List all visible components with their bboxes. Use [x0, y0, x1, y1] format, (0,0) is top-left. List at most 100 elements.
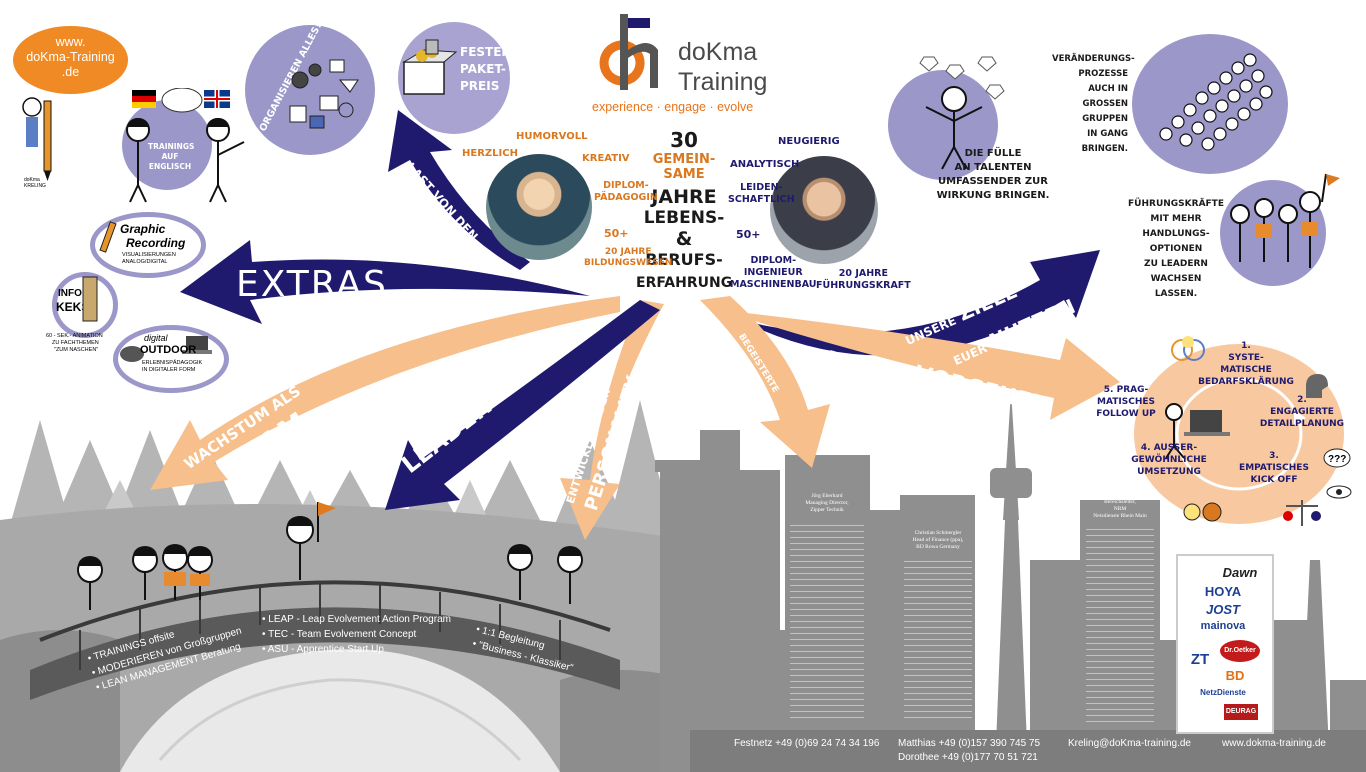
testimonial-3-role-1: Bereichsleiter, — [1104, 499, 1136, 505]
testimonial-2-lines — [904, 558, 972, 722]
do-label-2: OUTDOOR — [140, 344, 197, 356]
footer-dorothee[interactable]: Dorothee +49 (0)177 70 51 721 — [898, 752, 1038, 763]
extras-arrow-label: EXTRAS — [236, 264, 388, 305]
flags-icon — [132, 88, 230, 113]
change-3: AUCH IN — [1088, 84, 1128, 94]
testimonial-3: Volker Aurich Bereichsleiter, NRM Netzdi… — [1082, 492, 1158, 520]
talents-label: DIE FÜLLE AN TALENTEN UMFASSENDER ZUR WI… — [934, 147, 1052, 203]
package-price-label: FESTER PAKET- PREIS — [460, 44, 511, 95]
s1-2: SYSTE- — [1228, 353, 1264, 363]
process-step-4: 4. AUßER- GEWÖHNLICHE UMSETZUNG — [1114, 442, 1224, 478]
testimonial-1-name: Jörg Eberhard — [811, 493, 843, 499]
left-degree-1: DIPLOM- — [603, 180, 649, 191]
brand-name-line2: Training — [678, 68, 768, 96]
desk-figure-icon — [1165, 403, 1230, 459]
testimonial-2: Christian Schmergler Head of Finance (pp… — [900, 530, 976, 551]
center-common-1: GEMEIN- — [652, 152, 716, 167]
s3-1: 3. — [1269, 451, 1279, 461]
footer-phone[interactable]: Festnetz +49 (0)69 24 74 34 196 — [734, 738, 880, 749]
process-circle — [1134, 344, 1344, 524]
gears-icon — [1183, 502, 1222, 522]
logo-hoya: HOYA — [1204, 584, 1242, 599]
left-years-2: BILDUNGSWESEN — [584, 258, 673, 268]
website-bubble[interactable]: www. doKma-Training .de — [13, 26, 128, 94]
s2-3: DETAILPLANUNG — [1259, 419, 1345, 429]
footer-email[interactable]: Kreling@doKma-training.de — [1068, 738, 1191, 749]
s5-2: MATISCHES — [1097, 397, 1155, 407]
testimonial-1-role-2: Zipper Technik — [810, 507, 844, 513]
right-trait-1: NEUGIERIG — [778, 136, 840, 147]
graphic-recording-bubble[interactable] — [90, 212, 206, 278]
question-bubble-icon: ??? — [1323, 448, 1351, 468]
testimonial-1: Jörg Eberhard Managing Director, Zipper … — [786, 493, 868, 514]
testimonial-3-role-2: NRM — [1113, 506, 1127, 512]
center-years: 30 — [670, 128, 698, 152]
package-2: PAKET- — [460, 62, 506, 76]
center-amp: & — [675, 228, 693, 250]
leaders-1: FÜHRUNGSKRÄFTE — [1128, 199, 1224, 209]
web-line1: www. — [55, 35, 86, 49]
leaders-3: HANDLUNGS- — [1142, 229, 1210, 239]
center-exp: ERFAHRUNG — [636, 275, 733, 291]
leaders-label: FÜHRUNGSKRÄFTE MIT MEHR HANDLUNGS- OPTIO… — [1124, 197, 1228, 302]
change-7: BRINGEN. — [1081, 144, 1128, 154]
talent-figure-icon — [919, 56, 1005, 170]
leader-arrow — [385, 300, 660, 510]
left-trait-1: HERZLICH — [462, 148, 518, 159]
shoe-icon — [120, 346, 144, 362]
left-degree: DIPLOM- PÄDAGOGIN — [594, 180, 658, 204]
footer-matthias[interactable]: Matthias +49 (0)157 390 745 75 — [898, 738, 1041, 749]
s5-3: FOLLOW UP — [1096, 409, 1156, 419]
package-1: FESTER — [460, 45, 511, 59]
logo-zt: ZT — [1190, 651, 1210, 668]
footer-web[interactable]: www.dokma-training.de — [1222, 738, 1326, 749]
center-life: LEBENS- — [643, 208, 725, 228]
testimonial-1-role-1: Managing Director, — [805, 500, 849, 506]
gr-label-3: VISUALISIERUNGEN — [122, 252, 176, 258]
process-step-5: 5. PRAG- MATISCHES FOLLOW UP — [1086, 384, 1166, 420]
goals-arrow — [740, 250, 1100, 356]
info-label-3: 60 - SEK.- ANIMATION — [46, 333, 103, 339]
package-3: PREIS — [460, 79, 500, 93]
right-trait-3: LEIDEN- SCHAFTLICH — [728, 182, 795, 206]
right-degree: DIPLOM- INGENIEUR MASCHINENBAU — [730, 255, 817, 291]
right-years-2: FÜHRUNGSKRAFT — [816, 280, 911, 291]
personality-arrow — [560, 300, 664, 540]
leaders-4: OPTIONEN — [1149, 244, 1203, 254]
left-age: 50+ — [604, 227, 629, 240]
organize-icons — [289, 59, 359, 129]
talents-4: WIRKUNG BRINGEN. — [936, 190, 1050, 201]
change-6: IN GANG — [1087, 129, 1128, 139]
pencil-figure-icon — [22, 97, 52, 181]
testimonial-2-name: Christian Schmergler — [914, 530, 962, 536]
center-experience: 30 GEMEIN- SAME JAHRE LEBENS- & BERUFS- … — [636, 128, 732, 291]
logo-jost: JOST — [1206, 602, 1240, 617]
talents-3: UMFASSENDER ZUR — [937, 176, 1049, 187]
info-label-5: "ZUM NASCHEN" — [54, 347, 99, 353]
svg-text:???: ??? — [1328, 454, 1346, 465]
left-trait-3: KREATIV — [582, 153, 630, 164]
right-trait-3a: LEIDEN- — [740, 182, 783, 193]
testimonial-2-role-2: BD Rowa Germany — [916, 544, 960, 550]
cookie-icon — [82, 276, 98, 322]
center-years-label: JAHRE — [651, 186, 717, 208]
center-common-2: SAME — [663, 167, 705, 182]
leaders-2: MIT MEHR — [1150, 214, 1202, 224]
logo-mark-icon — [599, 14, 658, 90]
crowd-icon — [1159, 53, 1273, 151]
change-2: PROZESSE — [1078, 69, 1128, 79]
testimonial-1-lines — [790, 522, 864, 722]
right-years-1: 20 JAHRE — [838, 268, 888, 279]
bridge-mid-1: • LEAP - Leap Evolvement Action Program — [262, 614, 451, 625]
logo-bd: BD — [1225, 668, 1245, 683]
testimonial-3-lines — [1086, 526, 1154, 722]
logo-mainova: mainova — [1200, 620, 1246, 632]
leaders-5: ZU LEADERN — [1144, 259, 1208, 269]
do-label-3: ERLEBNISPÄDAGOGIK — [142, 360, 203, 366]
info-label-4: ZU FACHTHEMEN — [52, 340, 99, 346]
s4-3: UMSETZUNG — [1137, 467, 1201, 477]
s4-2: GEWÖHNLICHE — [1131, 455, 1207, 465]
web-line3: .de — [61, 65, 80, 79]
testimonial-3-name: Volker Aurich — [1104, 492, 1136, 498]
